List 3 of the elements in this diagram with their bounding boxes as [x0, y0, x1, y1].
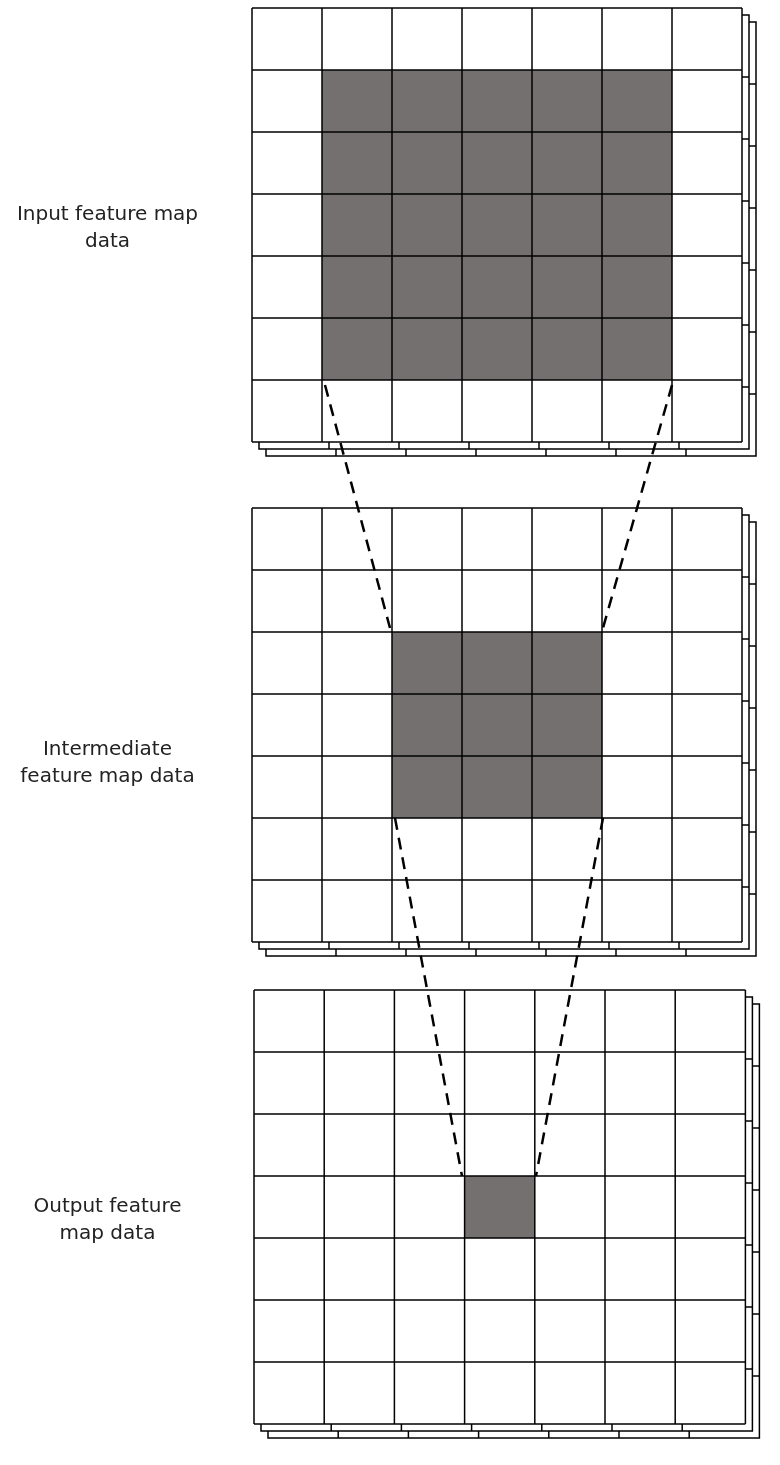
map-label: Input feature map data: [15, 200, 200, 254]
map-label: Intermediate feature map data: [19, 735, 196, 789]
map-label: Output feature map data: [32, 1192, 183, 1246]
